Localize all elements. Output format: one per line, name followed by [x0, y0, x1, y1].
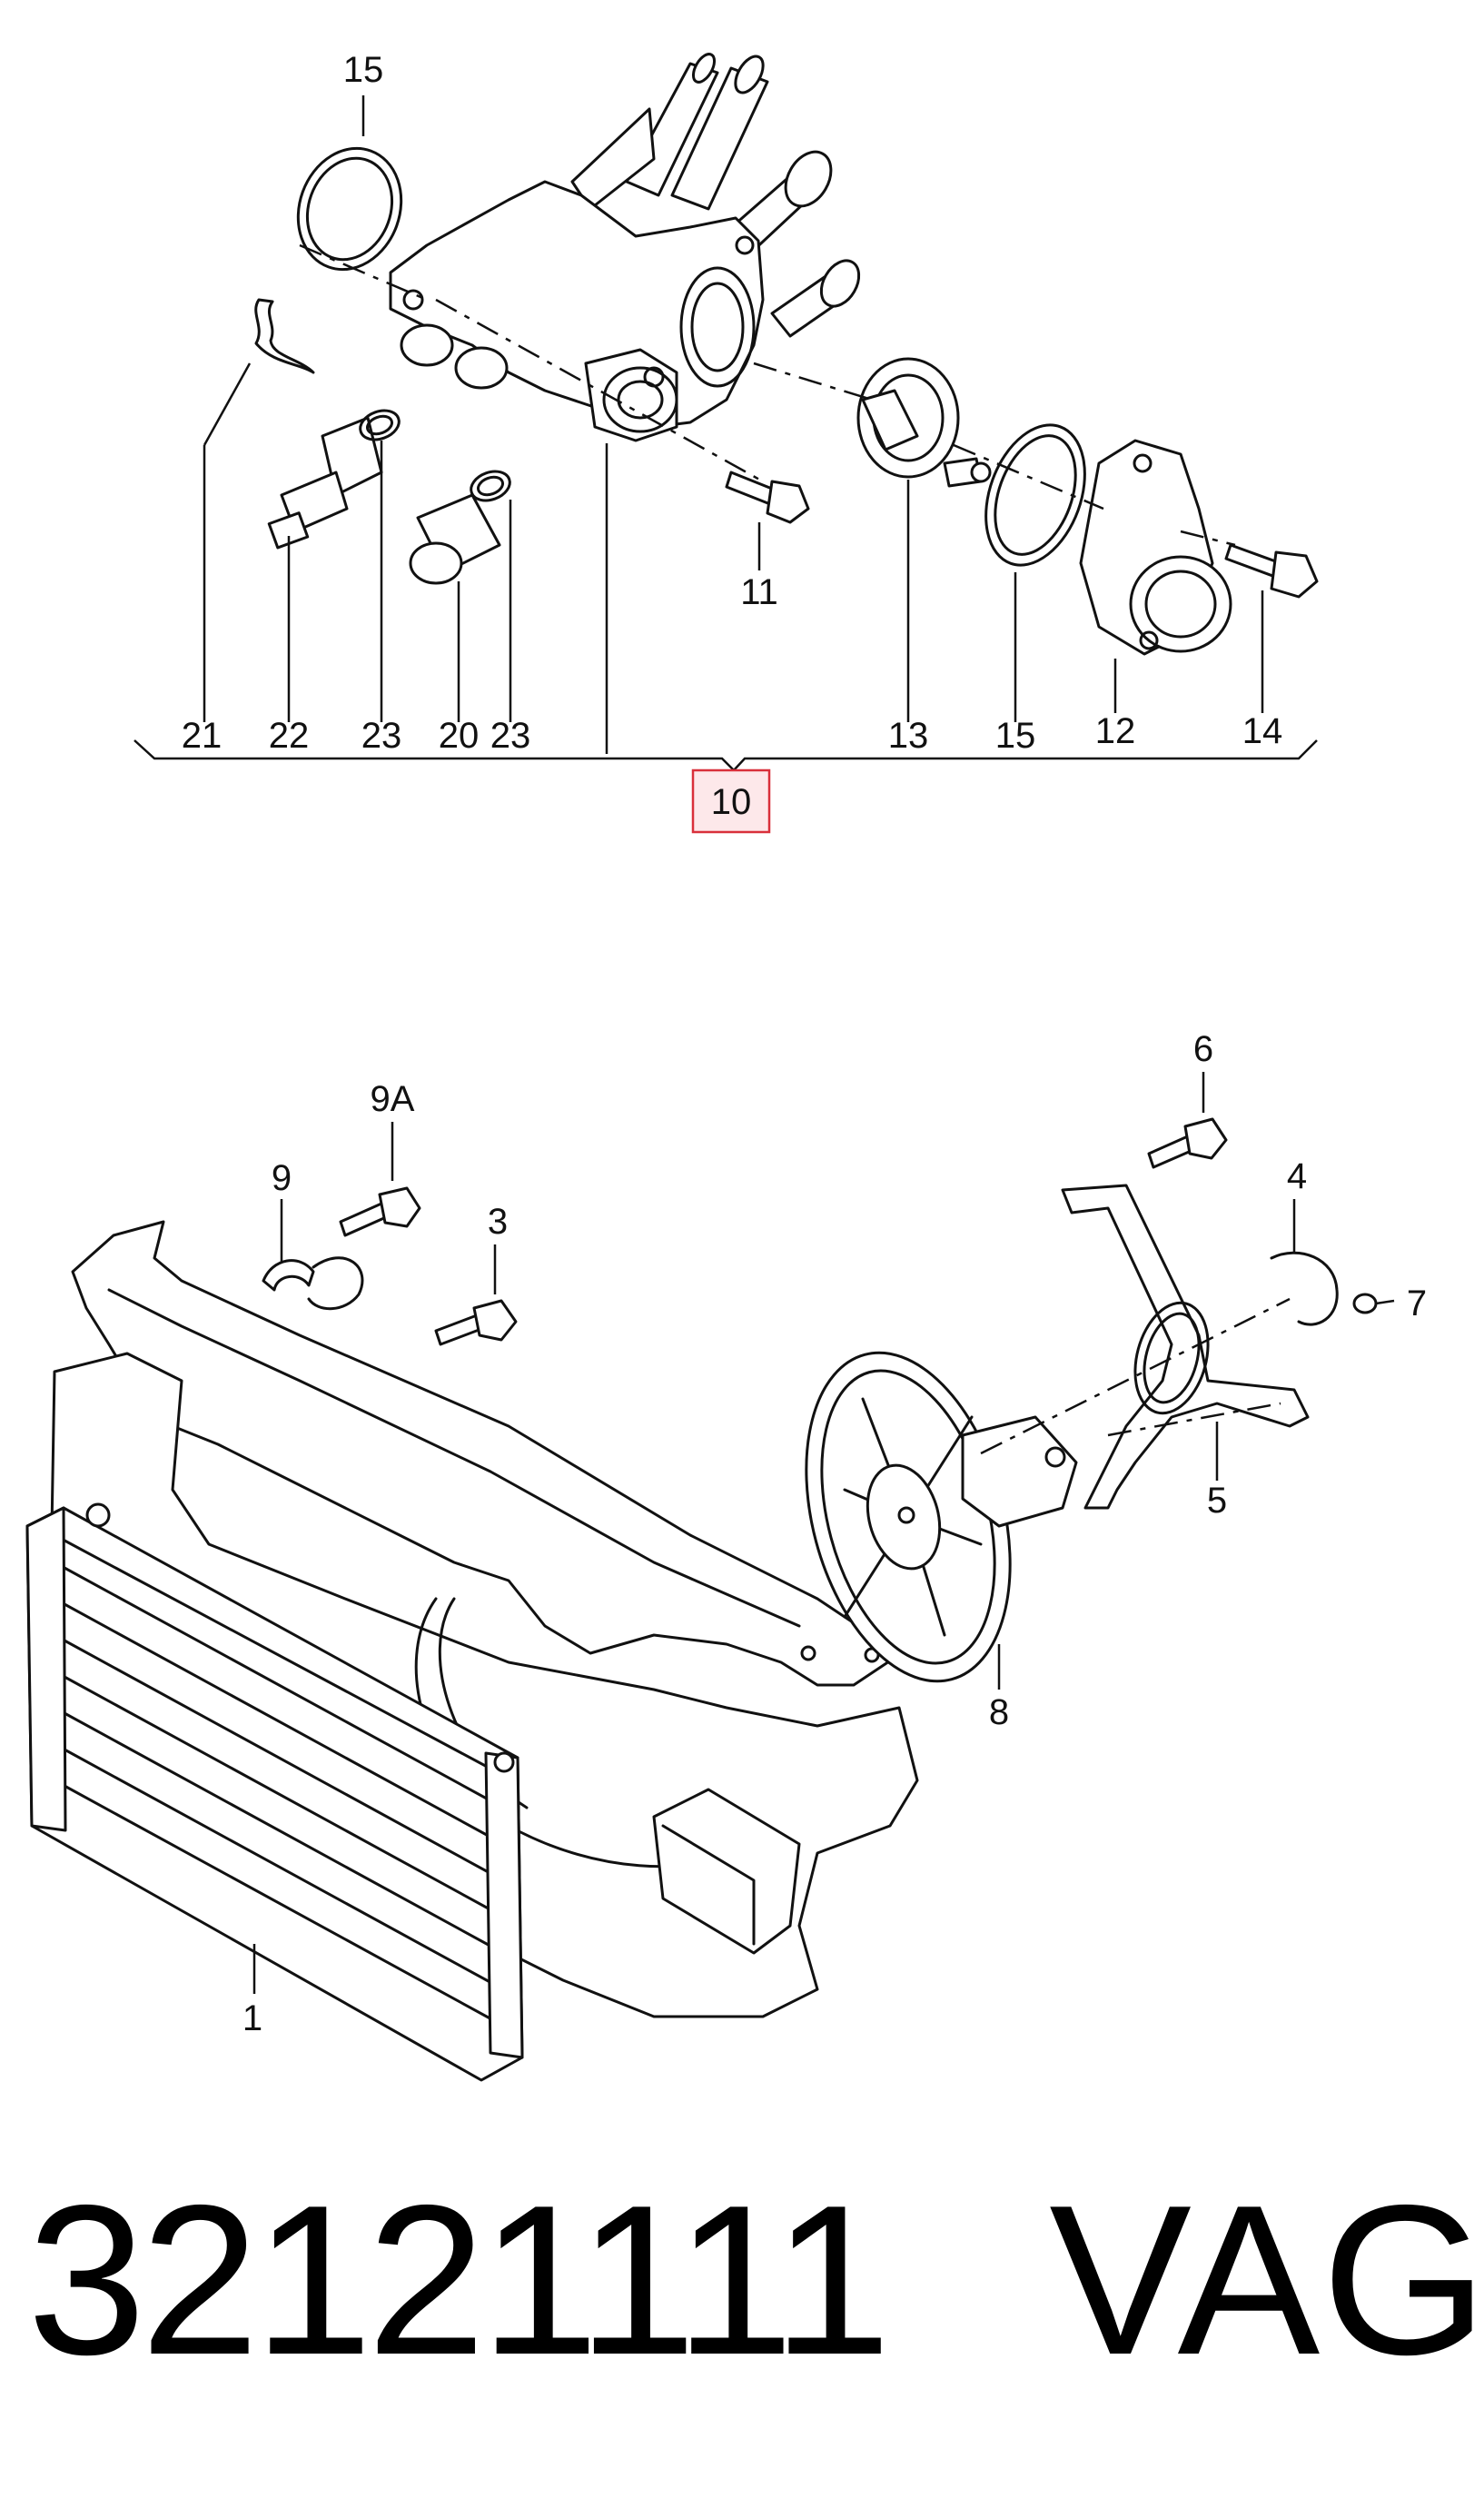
- o-ring-left: [296, 146, 403, 272]
- callout-23-right: 23: [490, 716, 531, 756]
- callout-4: 4: [1287, 1156, 1307, 1196]
- radiator: [25, 1502, 524, 2082]
- callout-9: 9: [272, 1158, 292, 1198]
- callout-5: 5: [1207, 1481, 1227, 1521]
- callout-15-top: 15: [343, 50, 384, 90]
- upper-callouts: 15 21 22 23 20 23 11 13 15 12 14 10: [182, 50, 1283, 834]
- callout-9a: 9A: [371, 1079, 415, 1119]
- seal-ring-left: [359, 409, 401, 441]
- retaining-clip: [254, 298, 315, 374]
- callout-1: 1: [242, 1998, 262, 2038]
- callout-20: 20: [439, 716, 480, 756]
- bolt-14: [1224, 543, 1319, 599]
- callout-21: 21: [182, 716, 223, 756]
- nut-7: [1352, 1293, 1378, 1314]
- control-module: [652, 1788, 801, 1955]
- part-number: 32121111: [27, 2160, 891, 2399]
- footer-caption: 32121111 VAG: [27, 2160, 1484, 2399]
- temperature-sender: [267, 416, 383, 550]
- o-ring-right: [984, 423, 1086, 567]
- fan-bracket: [1061, 1184, 1310, 1510]
- bolt-6: [1147, 1117, 1228, 1169]
- bracket-clip: [1270, 1251, 1339, 1326]
- callout-10[interactable]: 10: [711, 782, 752, 822]
- cooling-fan: [805, 1351, 1078, 1683]
- callout-13: 13: [888, 716, 929, 756]
- fan-ring: [1133, 1301, 1210, 1415]
- hose-clamp: [262, 1256, 364, 1311]
- callout-3: 3: [488, 1202, 508, 1242]
- callout-15-right: 15: [995, 716, 1036, 756]
- brand-name: VAG: [1049, 2160, 1484, 2399]
- thermostat-housing-assembly: [134, 53, 1319, 772]
- front-end-assembly: [25, 1072, 1395, 2082]
- group-bracket: [134, 739, 1318, 772]
- callout-22: 22: [269, 716, 310, 756]
- sealing-plug: [409, 493, 501, 585]
- callout-12: 12: [1095, 711, 1136, 751]
- callout-11: 11: [740, 572, 778, 612]
- callout-23-left: 23: [361, 716, 402, 756]
- callout-6: 6: [1193, 1029, 1213, 1069]
- lock-carrier: [71, 1220, 896, 1687]
- lower-callouts: 6 9A 9 3 4 7 5 8 1: [242, 1029, 1427, 2038]
- callout-8: 8: [989, 1692, 1009, 1732]
- callout-7: 7: [1407, 1284, 1427, 1323]
- bolt-9a: [339, 1186, 421, 1237]
- callout-10-highlight[interactable]: 10: [691, 768, 771, 834]
- bolt-3: [434, 1299, 518, 1346]
- seal-ring-right: [470, 470, 511, 502]
- coolant-flange: [1079, 439, 1232, 656]
- callout-14: 14: [1242, 711, 1283, 751]
- bolt-11: [725, 471, 810, 524]
- thermostat: [856, 357, 992, 488]
